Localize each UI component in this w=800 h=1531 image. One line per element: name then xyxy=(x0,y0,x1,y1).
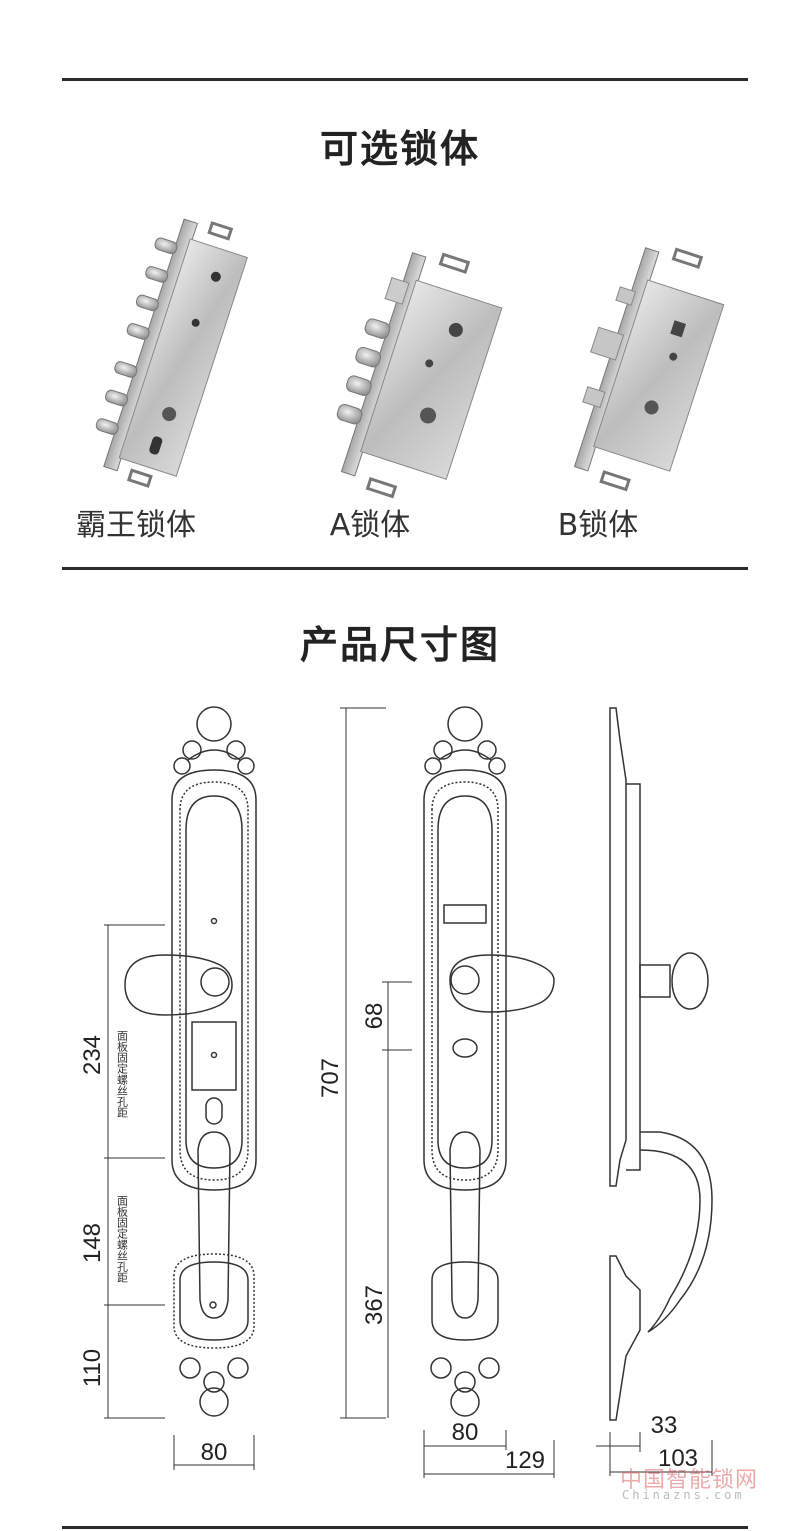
side-view-drawing xyxy=(609,707,713,1421)
dim-129: 129 xyxy=(505,1447,545,1474)
lock-body-a-image xyxy=(336,252,503,499)
section-title-lock-bodies: 可选锁体 xyxy=(319,127,480,171)
section-title-dimensions: 产品尺寸图 xyxy=(299,623,500,667)
screw-hole-note-upper: 面板固定螺丝孔距 xyxy=(116,1030,129,1118)
watermark-url: Chinazns.com xyxy=(622,1488,745,1502)
middle-divider xyxy=(62,567,748,570)
dim-80-rear: 80 xyxy=(452,1419,479,1446)
lock-label-b: B锁体 xyxy=(557,508,639,543)
dim-367: 367 xyxy=(361,1285,388,1325)
dimension-lines xyxy=(104,707,713,1478)
bottom-divider xyxy=(62,1526,748,1529)
lock-body-b-image xyxy=(573,247,725,492)
lock-body-bawang-image xyxy=(95,218,248,488)
lock-label-bawang: 霸王锁体 xyxy=(76,508,196,543)
dim-148: 148 xyxy=(79,1223,106,1263)
dim-234: 234 xyxy=(79,1035,106,1075)
dim-103: 103 xyxy=(658,1445,698,1472)
watermark-text: 中国智能锁网 xyxy=(620,1468,759,1493)
dim-68: 68 xyxy=(361,1003,388,1030)
rear-view-drawing xyxy=(423,706,555,1417)
front-view-drawing xyxy=(124,706,257,1417)
dim-80-front: 80 xyxy=(201,1439,228,1466)
dim-110: 110 xyxy=(79,1349,106,1387)
top-divider xyxy=(62,78,748,81)
lock-label-a: A锁体 xyxy=(329,508,411,543)
dim-33: 33 xyxy=(651,1412,678,1439)
dim-707: 707 xyxy=(317,1058,344,1098)
screw-hole-note-lower: 面板固定螺丝孔距 xyxy=(116,1195,129,1283)
